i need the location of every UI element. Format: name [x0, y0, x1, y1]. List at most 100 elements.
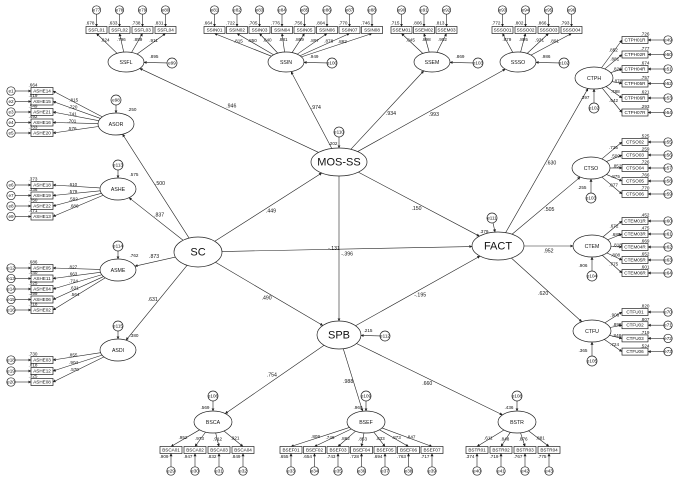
- indicator-box-ctph07r: [621, 108, 649, 117]
- indicator-box-ssem01: [390, 26, 413, 34]
- disturbance-label-bsef: e109: [361, 394, 372, 399]
- indicator-box-ctph01r: [621, 36, 649, 44]
- indicator-r2-ashe04: .525: [29, 281, 38, 286]
- error-label-e86: e86: [323, 8, 331, 13]
- path-coef-SC-MOS: .449: [266, 209, 276, 215]
- loading-path-ctso03: [606, 154, 623, 162]
- indicator-label-ctph05r: CTPH05R: [625, 81, 647, 86]
- latent-ctfu: [572, 319, 612, 343]
- error-label-e57: e57: [664, 166, 672, 171]
- disturbance-ctfu: [586, 355, 598, 367]
- error-e30: [190, 466, 200, 476]
- loading-ctso04: .852: [612, 164, 621, 169]
- indicator-label-ashe16: ASHE16: [33, 120, 51, 125]
- disturbance-label-mos: e110: [334, 130, 344, 135]
- loading-path-ashe15: [52, 101, 101, 119]
- loading-path-ashe05: [52, 266, 101, 270]
- error-label-e77: e77: [93, 8, 101, 13]
- indicator-label-ashe19: ASHE19: [33, 193, 51, 198]
- loading-path-ctfu02: [609, 324, 623, 328]
- disturbance-path-ssso: [535, 60, 560, 64]
- latent-label-bsef: BSEF: [359, 420, 373, 426]
- indicator-r2-ssem01: .715: [391, 21, 400, 26]
- error-e78: [114, 5, 125, 15]
- indicator-r2-ctph01r: .726: [641, 32, 650, 37]
- path-MOS-SSFL: [139, 68, 319, 153]
- indicator-box-ssin05: [293, 26, 316, 34]
- error-e85: [299, 5, 310, 15]
- latent-label-ssin: SSIN: [280, 60, 292, 66]
- indicator-r2-ctph04r: .674: [641, 61, 650, 66]
- loading-ssem02: .898: [422, 37, 431, 42]
- error-label-e12: e12: [7, 266, 15, 271]
- loading-ctso02: .725: [609, 145, 618, 150]
- indicator-r2-ashe02: .318: [29, 302, 38, 307]
- loading-path-bsef04: [360, 432, 365, 447]
- indicator-label-ashe14: ASHE14: [33, 89, 51, 94]
- indicator-label-ssin03: SSIN03: [252, 28, 268, 33]
- indicator-label-ashe05: ASHE05: [33, 266, 51, 271]
- error-label-e33: e33: [287, 469, 295, 474]
- indicator-box-ashe02: [30, 306, 54, 314]
- loading-ssso03: .931: [535, 38, 544, 43]
- error-e92: [441, 5, 452, 15]
- indicator-box-ssin02: [226, 26, 248, 34]
- error-e18: [6, 355, 16, 365]
- indicator-label-ctph02r: CTPH02R: [625, 52, 647, 57]
- error-label-e41: e41: [497, 469, 505, 474]
- error-label-e79: e79: [139, 8, 147, 13]
- indicator-r2-ctem06r: .601: [641, 265, 650, 270]
- indicator-label-ssfl03: SSFL03: [134, 28, 151, 33]
- error-e86: [322, 5, 332, 15]
- indicator-label-ashe08: ASHE08: [33, 380, 51, 385]
- indicator-r2-ssin05: .756: [294, 21, 303, 26]
- error-e3: [6, 107, 16, 117]
- indicator-label-ssfl01: SSFL01: [88, 28, 105, 33]
- latent-ssin: [267, 51, 305, 73]
- error-label-e78: e78: [116, 8, 124, 13]
- indicator-r2-ctem03r: .475: [641, 226, 650, 231]
- loading-path-bstr04: [528, 430, 550, 447]
- indicator-box-ssso03: [537, 26, 560, 34]
- error-label-e42: e42: [521, 469, 529, 474]
- r2-ssin: .949: [310, 54, 319, 59]
- indicator-box-ssfl01: [85, 26, 108, 34]
- indicator-box-bstr01: [465, 446, 489, 454]
- latent-label-bstr: BSTR: [510, 420, 524, 426]
- indicator-label-ashe22: ASHE22: [33, 204, 51, 209]
- loading-path-ssem03: [436, 33, 447, 53]
- indicator-label-bsef02: BSEF02: [306, 448, 324, 453]
- r2-spb: .215: [364, 328, 373, 333]
- disturbance-ctph: [588, 102, 600, 114]
- loading-path-ctph04r: [610, 68, 623, 73]
- indicator-r2-ctfu03: .719: [641, 330, 650, 335]
- loading-ashe12: .904: [69, 360, 78, 365]
- path-coef-SC-ASDI: .631: [148, 297, 158, 303]
- loading-ashe22: .592: [69, 196, 78, 201]
- indicator-r2-ctem05r: .652: [641, 252, 650, 257]
- loading-ctph04r: .821: [613, 66, 622, 71]
- indicator-box-ssfl04: [154, 26, 177, 34]
- indicator-box-ssin04: [271, 26, 293, 34]
- error-label-e61: e61: [664, 232, 672, 237]
- error-label-e14: e14: [7, 287, 15, 292]
- indicator-box-ssso02: [514, 26, 537, 34]
- loading-ashe04: .724: [69, 279, 78, 284]
- latent-fact: [471, 231, 525, 261]
- latent-label-asor: ASOR: [109, 122, 124, 128]
- indicator-box-ashe03: [30, 356, 54, 364]
- error-e1: [6, 86, 16, 96]
- error-label-e64: e64: [664, 271, 672, 276]
- r2-ctem: .906: [579, 263, 588, 268]
- indicator-r2-ssin04: .776: [271, 21, 280, 26]
- loading-ctso06: .877: [609, 183, 618, 188]
- indicator-r2-ssfl02: .633: [109, 21, 118, 26]
- loading-path-ashe06: [52, 276, 104, 300]
- indicator-label-ctso06: CTSO06: [626, 192, 644, 197]
- error-e20: [6, 377, 16, 387]
- indicator-box-ssin06: [316, 26, 338, 34]
- loading-bsef01: .809: [311, 434, 320, 439]
- latent-sc: [173, 236, 223, 268]
- error-e81: [209, 5, 220, 15]
- indicator-label-ctph04r: CTPH04R: [625, 67, 647, 72]
